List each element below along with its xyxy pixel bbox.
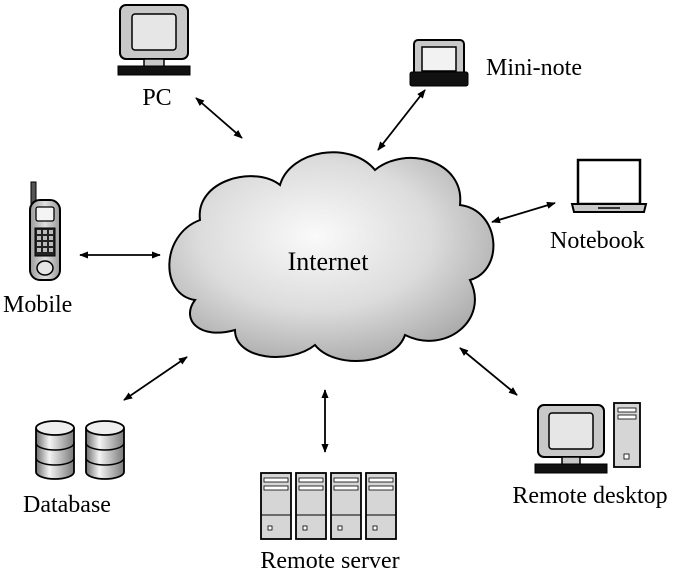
server-unit-4 xyxy=(365,472,397,540)
database-icon xyxy=(35,420,125,480)
node-remote-server: Remote server xyxy=(260,472,400,574)
database-cylinder-1 xyxy=(35,420,75,480)
mini-note-icon xyxy=(409,39,469,87)
notebook-icon xyxy=(570,158,648,213)
server-unit-3 xyxy=(330,472,362,540)
internet-label: Internet xyxy=(288,247,370,276)
pc-label: PC xyxy=(142,85,171,111)
arrow-notebook xyxy=(491,201,556,224)
server-rack-icon xyxy=(260,472,397,540)
arrow-mini-note xyxy=(377,89,426,151)
node-mini-note: Mini-note xyxy=(409,39,582,87)
desktop-tower-icon xyxy=(534,402,641,474)
database-label: Database xyxy=(23,492,111,518)
arrow-database xyxy=(123,356,188,401)
server-unit-1 xyxy=(260,472,292,540)
node-pc: PC xyxy=(117,4,191,111)
arrow-pc xyxy=(195,97,243,139)
node-mobile: Mobile xyxy=(3,181,72,318)
mobile-phone-icon xyxy=(29,181,61,281)
node-remote-desktop: Remote desktop xyxy=(512,402,668,509)
node-database: Database xyxy=(23,420,125,518)
mini-note-label: Mini-note xyxy=(486,55,582,81)
server-unit-2 xyxy=(295,472,327,540)
remote-desktop-label: Remote desktop xyxy=(512,483,667,509)
arrow-remote-desktop xyxy=(459,347,518,396)
internet-cloud: Internet xyxy=(168,151,495,362)
database-cylinder-2 xyxy=(85,420,125,480)
pc-icon xyxy=(117,4,191,76)
node-notebook: Notebook xyxy=(550,158,648,254)
remote-server-label: Remote server xyxy=(260,548,399,574)
connection-arrows xyxy=(79,89,556,453)
cloud-shape xyxy=(168,151,495,362)
notebook-label: Notebook xyxy=(550,228,645,254)
mobile-label: Mobile xyxy=(3,292,72,318)
